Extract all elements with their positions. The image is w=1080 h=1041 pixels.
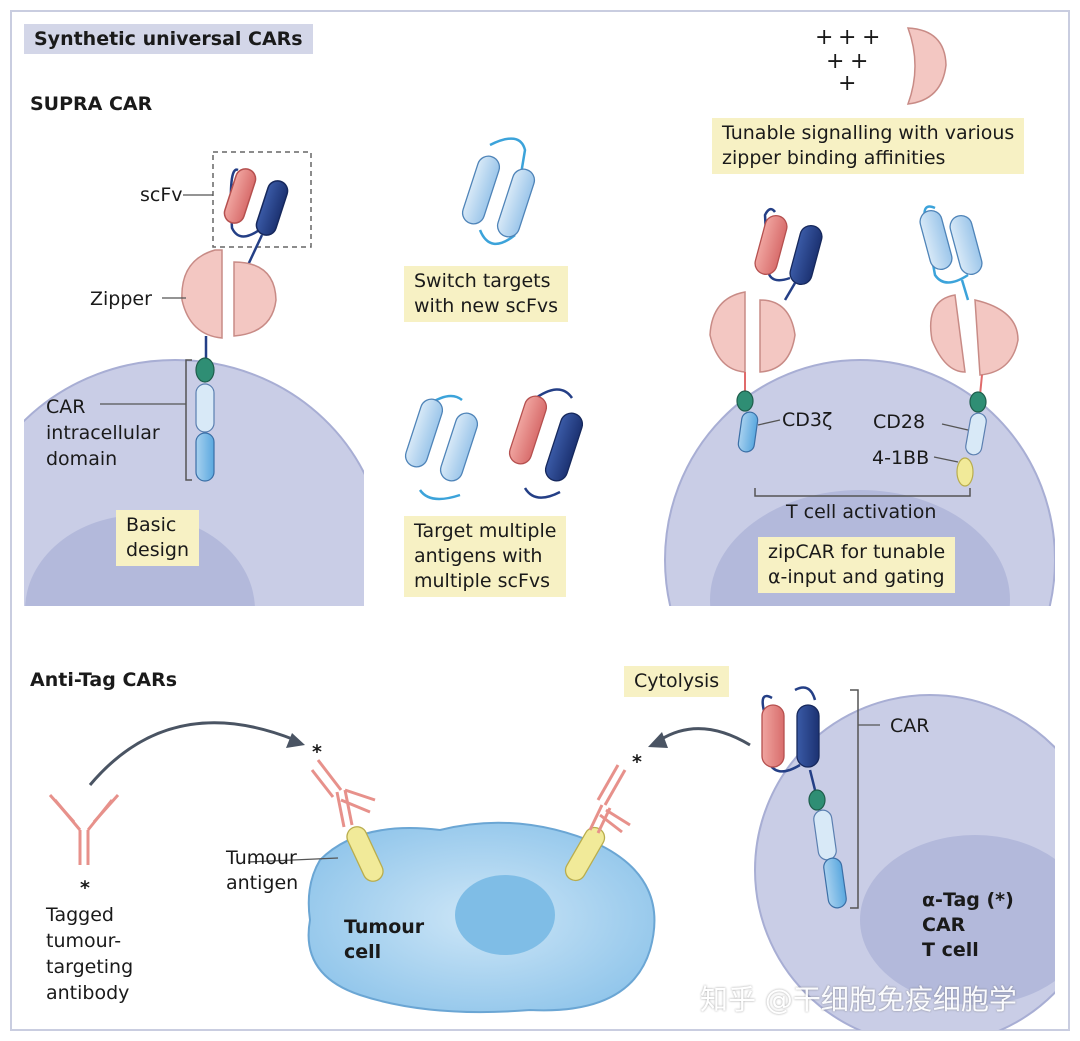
transmembrane-domain: [195, 357, 215, 383]
tunable-signalling-note: Tunable signalling with various zipper b…: [712, 118, 1025, 174]
tumour-nucleus: [455, 875, 555, 955]
binding-arrow: [88, 721, 296, 786]
scfv-navy-domain: [255, 180, 289, 236]
tag-marker: *: [80, 877, 90, 899]
bound-antibody-left: [310, 759, 376, 828]
scfv-dashed-box: [212, 151, 312, 248]
cytolysis-arrow: [659, 727, 751, 747]
plus-sign: +: [838, 71, 857, 96]
anti-tag-car-receptor: [761, 686, 880, 909]
car-t-cell: [754, 694, 1055, 1030]
zipper-left-half: [181, 249, 223, 339]
car-t-cell-label: α-Tag (*) CAR T cell: [922, 889, 1014, 961]
bound-antibody-right: [588, 764, 631, 834]
costim-domain: [195, 383, 215, 433]
cd3z-domain: [195, 432, 215, 482]
tagged-antibody: [48, 794, 120, 865]
supra-car-title: SUPRA CAR: [30, 93, 153, 115]
tumour-cell-label: Tumour cell: [344, 916, 425, 963]
switch-scfv: [461, 137, 536, 245]
tumour-antigen-left: [346, 826, 384, 882]
multiple-antigens-note: Target multiple antigens with multiple s…: [404, 516, 567, 597]
scfv-red-domain: [223, 168, 257, 224]
zipcar-left-receptor: [709, 207, 823, 453]
zipcar-right-receptor: [919, 205, 1019, 487]
car-bracket: [185, 359, 192, 481]
tumour-antigen-label: Tumour antigen: [226, 847, 299, 894]
cd3z-label: CD3ζ: [782, 409, 833, 431]
antigen-leader: [247, 857, 339, 863]
cytolysis-arrowhead: [648, 732, 668, 748]
zipper-label: Zipper: [90, 288, 152, 310]
plus-sign: +: [815, 25, 834, 50]
car-intracellular-label: CAR intracellular domain: [46, 396, 160, 470]
activation-bracket: [754, 488, 971, 497]
plus-sign: +: [838, 25, 857, 50]
4-1bb-label: 4-1BB: [872, 447, 930, 469]
plus-sign: +: [850, 49, 869, 74]
zipper-right-half: [233, 261, 277, 337]
section-header: Synthetic universal CARs: [24, 24, 313, 54]
cytolysis-note: Cytolysis: [624, 666, 730, 697]
car-label: CAR: [890, 715, 930, 737]
zipcar-note: zipCAR for tunable α-input and gating: [758, 537, 956, 593]
switch-targets-note: Switch targets with new scFvs: [404, 266, 569, 322]
plus-sign: +: [826, 49, 845, 74]
anti-tag-cars-title: Anti-Tag CARs: [30, 669, 178, 691]
tagged-antibody-label: Tagged tumour- targeting antibody: [46, 904, 134, 1004]
multi-scfv-light: [404, 394, 479, 501]
watermark: 知乎 @干细胞免疫细胞学: [700, 983, 1017, 1016]
multi-scfv-colored: [508, 388, 584, 499]
basic-design-note: Basic design: [116, 510, 200, 566]
supra-car-receptor: [100, 151, 312, 482]
t-cell-activation-label: T cell activation: [786, 501, 937, 523]
binding-arrowhead: [286, 733, 305, 748]
cd28-label: CD28: [873, 411, 926, 433]
scfv-label: scFv: [140, 184, 183, 206]
free-zipper: [906, 27, 947, 105]
tag-marker: *: [312, 741, 322, 763]
tag-marker: *: [632, 751, 642, 773]
plus-sign: +: [862, 25, 881, 50]
